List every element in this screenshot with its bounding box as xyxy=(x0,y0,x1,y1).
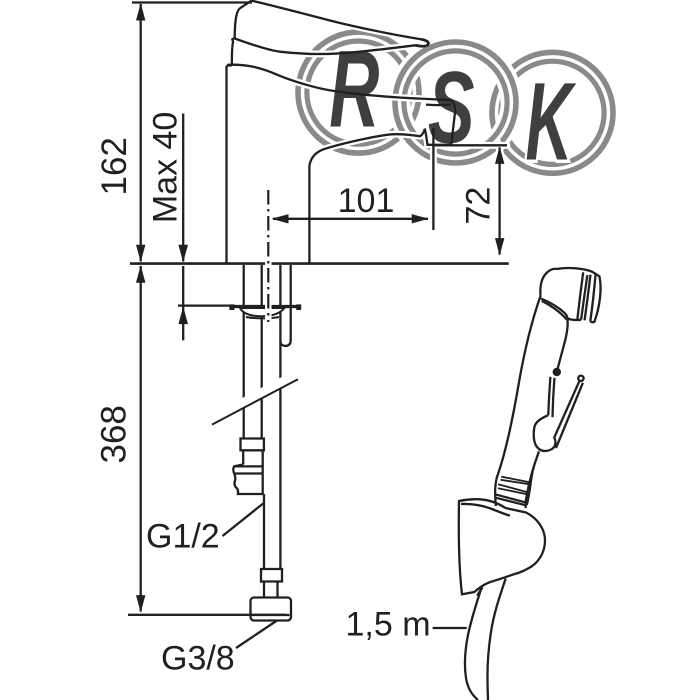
svg-text:Max 40: Max 40 xyxy=(147,112,185,224)
svg-text:162: 162 xyxy=(95,137,134,195)
svg-text:368: 368 xyxy=(95,405,134,463)
svg-text:G3/8: G3/8 xyxy=(161,640,235,678)
svg-text:1,5 m: 1,5 m xyxy=(346,606,431,644)
svg-text:101: 101 xyxy=(338,182,395,220)
svg-text:R: R xyxy=(329,29,379,151)
svg-text:72: 72 xyxy=(460,187,498,225)
svg-text:K: K xyxy=(526,61,577,184)
svg-text:G1/2: G1/2 xyxy=(146,518,220,556)
svg-text:S: S xyxy=(428,50,475,164)
